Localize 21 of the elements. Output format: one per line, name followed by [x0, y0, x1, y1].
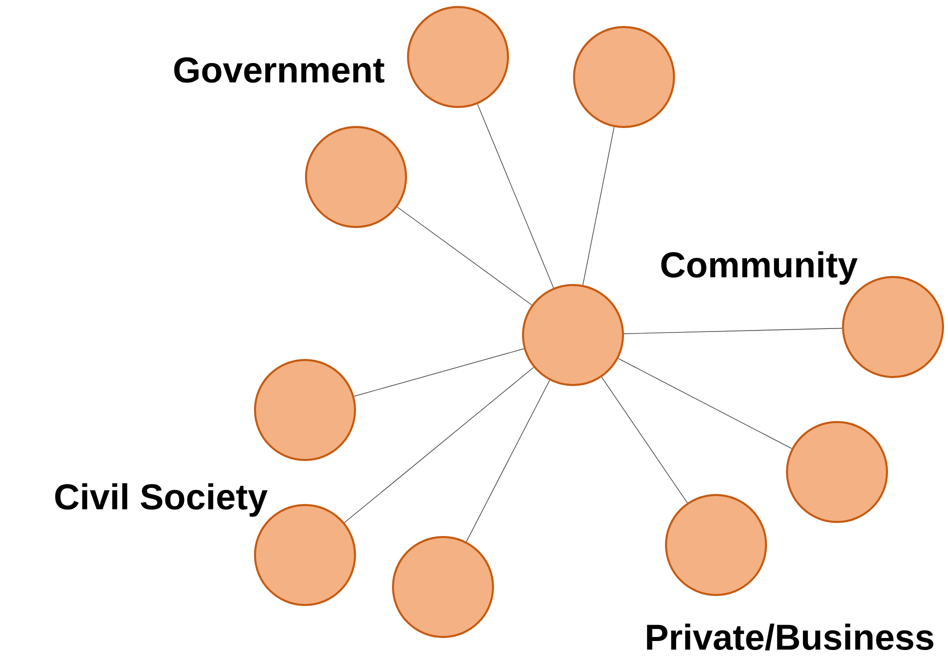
- circle-node: [392, 536, 494, 638]
- circle-node: [305, 126, 407, 228]
- connector-line: [477, 104, 554, 288]
- label-text: Community: [661, 251, 858, 285]
- circle-node: [786, 421, 888, 523]
- circle-node: [522, 284, 624, 386]
- circle-node: [665, 494, 767, 596]
- connector-line: [354, 348, 524, 397]
- connector-line: [344, 367, 534, 523]
- connector-line: [618, 358, 792, 449]
- label-text: Civil Society: [55, 483, 268, 517]
- circle-node: [407, 6, 509, 108]
- circle-node: [573, 26, 675, 128]
- connector-line: [396, 206, 532, 306]
- connector-line: [582, 126, 614, 286]
- label-text: Private/Business: [647, 624, 934, 650]
- circle-node: [254, 359, 356, 461]
- connector-line: [466, 380, 550, 542]
- connector-line: [601, 376, 688, 504]
- label-text: Government: [174, 57, 384, 83]
- connector-line: [624, 328, 842, 334]
